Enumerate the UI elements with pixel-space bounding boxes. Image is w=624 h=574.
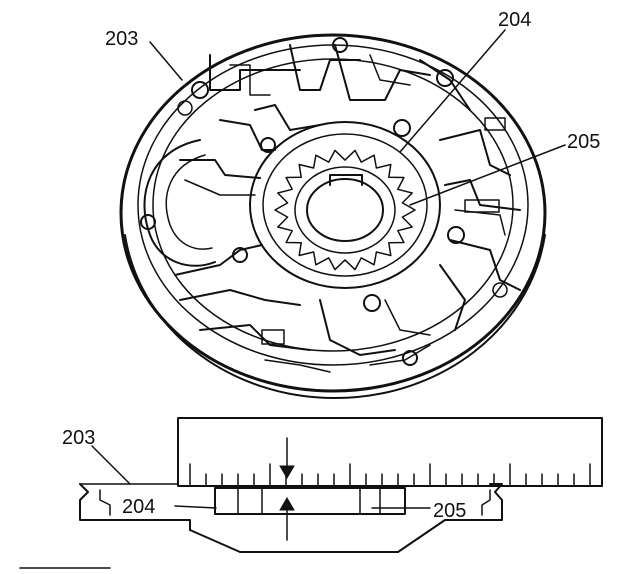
gear-side-view xyxy=(214,487,406,515)
callout-203-bottom: 203 xyxy=(62,427,95,449)
bottom-leaders xyxy=(91,445,431,509)
ruler-ticks xyxy=(189,463,591,487)
callout-204-bottom: 204 xyxy=(122,496,155,518)
leader-205-top xyxy=(409,144,566,206)
callout-204-top: 204 xyxy=(498,9,531,31)
leader-204-bottom xyxy=(174,505,217,509)
leader-203-bottom xyxy=(91,445,131,485)
straightedge xyxy=(177,417,603,487)
callout-203-top: 203 xyxy=(105,28,138,50)
top-leaders xyxy=(149,29,566,206)
leader-204-top xyxy=(399,29,506,153)
pump-body-illustration xyxy=(119,33,547,399)
leader-203-top xyxy=(149,41,183,81)
measurement-illustration xyxy=(19,417,603,569)
callout-205-bottom: 205 xyxy=(433,500,466,522)
callout-205-top: 205 xyxy=(567,131,600,153)
